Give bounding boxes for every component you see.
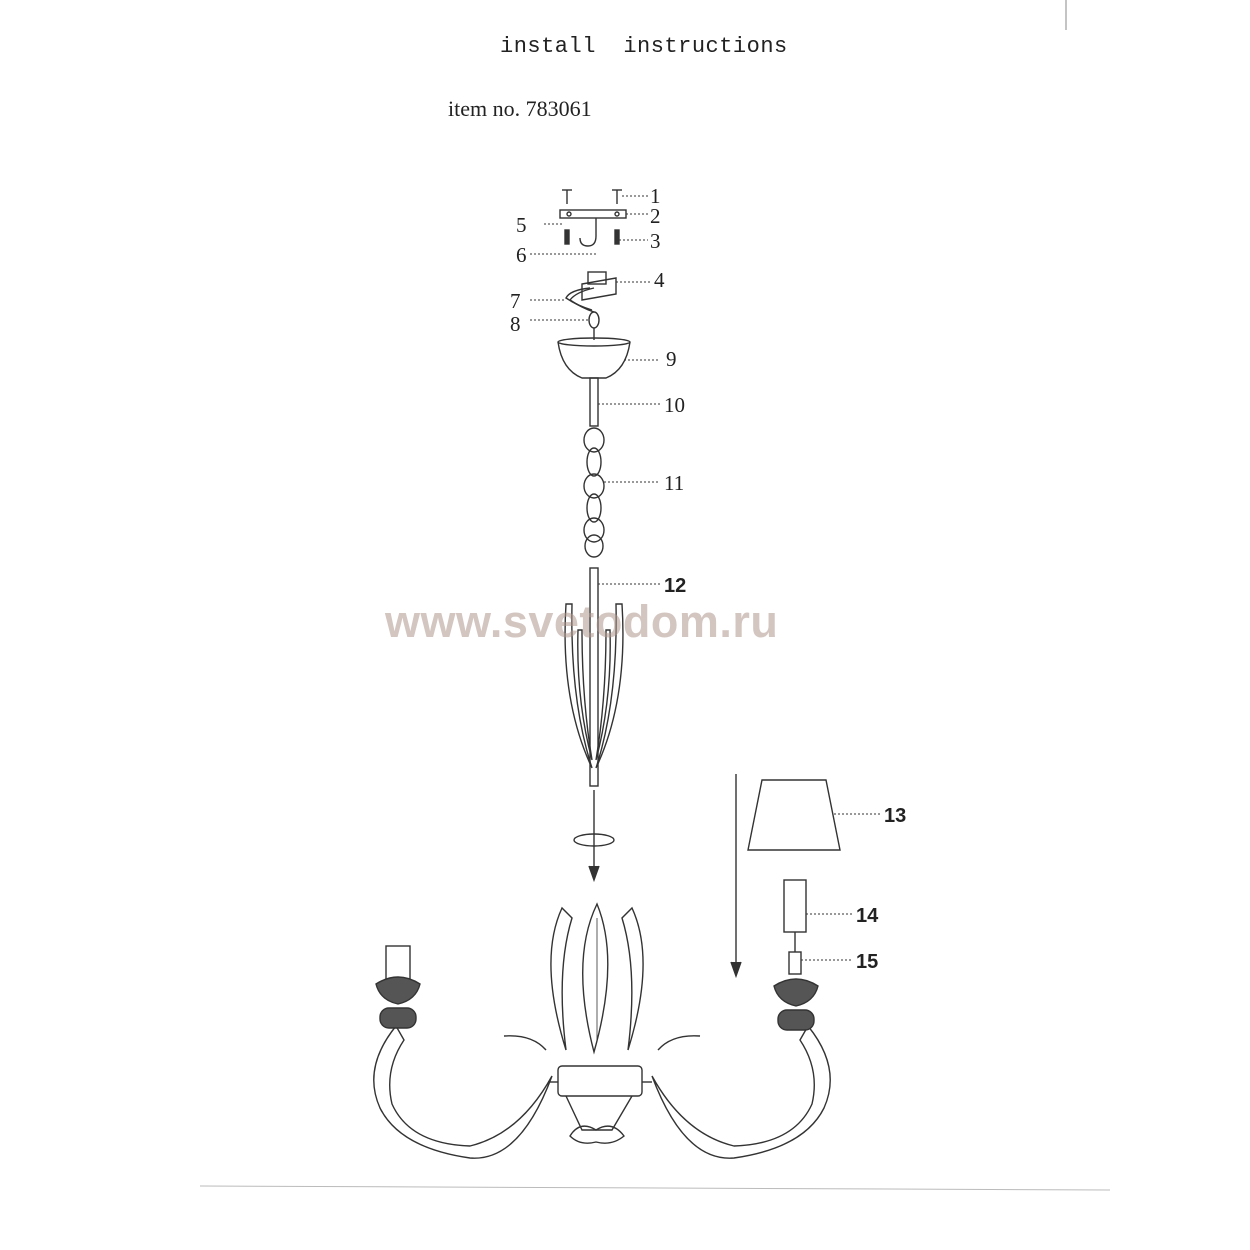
callout-8: 8 xyxy=(510,312,521,336)
leaf-right xyxy=(621,906,644,1051)
callout-6: 6 xyxy=(516,243,527,267)
callout-13: 13 xyxy=(884,805,906,827)
leaf-left-inner xyxy=(577,629,593,761)
hub xyxy=(557,1065,643,1097)
terminal-block xyxy=(587,271,607,285)
terminal-plate xyxy=(581,277,617,301)
hub-finial-leaves xyxy=(569,1125,625,1144)
chandelier-body xyxy=(548,902,652,1144)
bulb-holder xyxy=(788,951,802,975)
right-cup xyxy=(773,978,819,1007)
terminal-block-group xyxy=(565,271,617,340)
callout-15: 15 xyxy=(856,951,878,973)
bracket-hole-left xyxy=(566,211,572,217)
left-candle-sleeve xyxy=(385,945,411,981)
left-cup xyxy=(375,976,421,1005)
center-leaf xyxy=(582,902,609,1055)
ceiling-hook xyxy=(579,218,597,247)
leaf-right-inner xyxy=(595,629,611,761)
anchor-right xyxy=(614,229,620,245)
anchor-left xyxy=(564,229,570,245)
leaf-right-outer xyxy=(595,603,624,769)
callout-3: 3 xyxy=(650,229,661,253)
wire-loop-2 xyxy=(568,287,595,313)
lamp-shade xyxy=(747,779,841,851)
callout-12: 12 xyxy=(664,575,686,597)
callout-numbers: 1 2 3 4 5 6 7 8 9 10 11 12 13 14 15 xyxy=(510,184,906,973)
left-arm xyxy=(373,945,553,1159)
canopy-body xyxy=(557,341,631,379)
mounting-bracket xyxy=(559,209,627,219)
downrod-assembly xyxy=(564,567,624,787)
right-collar xyxy=(777,1009,815,1031)
leaf-left-outer xyxy=(564,603,593,769)
callout-1: 1 xyxy=(650,184,661,208)
downrod xyxy=(589,567,599,787)
left-collar xyxy=(379,1007,417,1029)
callout-14: 14 xyxy=(856,905,879,927)
page-title: install instructions xyxy=(500,34,788,59)
callout-9: 9 xyxy=(666,347,677,371)
leaf-left xyxy=(550,906,573,1051)
chain xyxy=(583,427,605,558)
callout-10: 10 xyxy=(664,393,685,417)
callout-11: 11 xyxy=(664,471,684,495)
shade-assembly xyxy=(730,774,841,979)
scan-bottom-edge xyxy=(199,1185,1111,1191)
right-arm xyxy=(651,978,831,1159)
callout-2: 2 xyxy=(650,204,661,228)
item-number: item no. 783061 xyxy=(448,96,592,121)
bracket-hole-right xyxy=(614,211,620,217)
watermark: www.svetodom.ru xyxy=(385,596,779,647)
candle-sleeve xyxy=(783,879,807,933)
canopy-rod xyxy=(589,377,599,427)
canopy xyxy=(557,337,631,379)
callout-5: 5 xyxy=(516,213,527,237)
right-arm-curve xyxy=(651,1024,831,1159)
chain-hook xyxy=(588,311,600,329)
twist-arrow xyxy=(573,790,615,883)
callout-7: 7 xyxy=(510,289,521,313)
left-arm-curve xyxy=(373,1024,553,1159)
callout-leaders xyxy=(530,195,880,961)
ceiling-mount-group xyxy=(559,189,627,247)
hub-bottom xyxy=(565,1095,633,1131)
callout-4: 4 xyxy=(654,268,665,292)
